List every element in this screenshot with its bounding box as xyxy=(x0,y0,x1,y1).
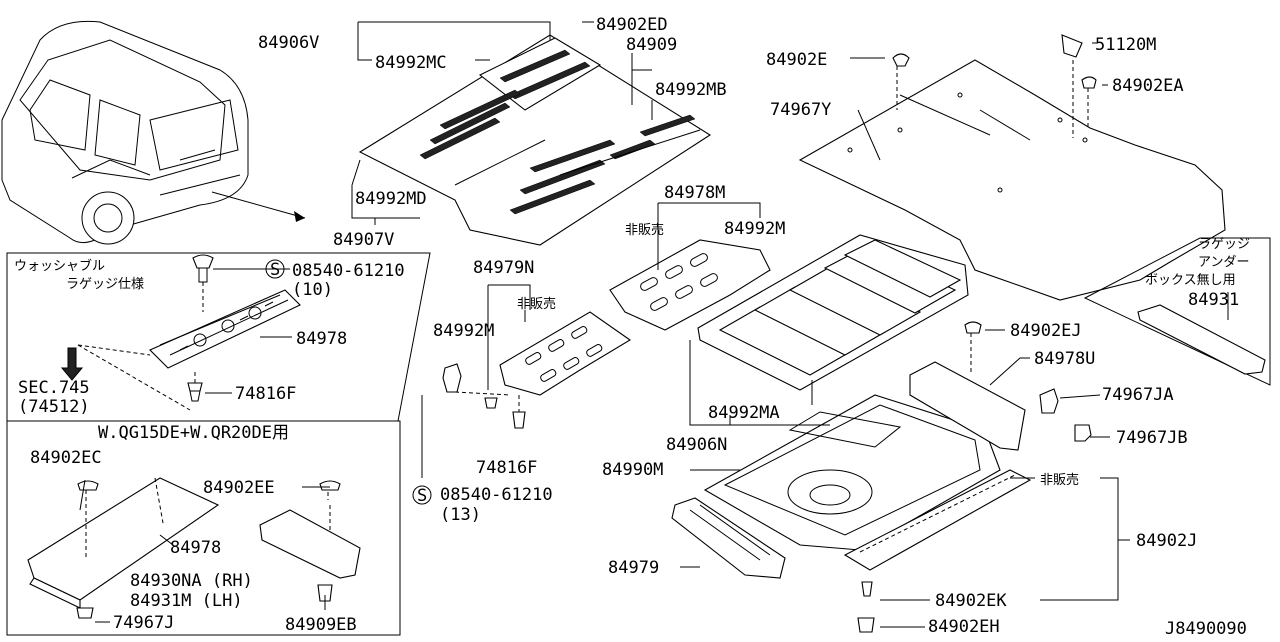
label-luggage-1: ラゲッジ xyxy=(1198,237,1250,252)
label-84931M: 84931M (LH) xyxy=(130,591,243,611)
label-84978-a: 84978 xyxy=(296,329,347,349)
label-84992M-b: 84992M xyxy=(433,321,494,341)
label-84909: 84909 xyxy=(626,35,677,55)
label-luggage-2: アンダー xyxy=(1198,255,1249,270)
label-84902EH: 84902EH xyxy=(928,617,1000,637)
label-08540-61210-b: 08540-61210 xyxy=(440,485,553,505)
arrow-head-icon xyxy=(294,211,305,222)
label-sec-74512: (74512) xyxy=(18,397,90,417)
trim-84978M xyxy=(609,239,771,331)
label-hihanbai-3: 非販売 xyxy=(1040,472,1079,488)
floor-board-84906N xyxy=(697,234,969,391)
label-84978U: 84978U xyxy=(1034,349,1095,369)
label-74967J: 74967J xyxy=(113,613,174,633)
label-84992MD: 84992MD xyxy=(355,189,427,209)
side-trim-84978U xyxy=(909,321,1092,451)
label-84978-b: 84978 xyxy=(170,538,221,558)
label-84992MA: 84992MA xyxy=(708,403,780,423)
diagram-code: J8490090 xyxy=(1165,619,1247,638)
inset-lower-parts xyxy=(27,477,361,619)
label-84992MB: 84992MB xyxy=(655,80,727,100)
leader-arrow xyxy=(211,191,306,219)
svg-text:S: S xyxy=(270,260,280,280)
label-84931: 84931 xyxy=(1188,290,1239,310)
label-08540-61210-a: 08540-61210 xyxy=(292,261,405,281)
label-qty-10: (10) xyxy=(292,280,333,300)
label-engine-variant: W.QG15DE+W.QR20DE用 xyxy=(98,423,289,443)
label-74967JB: 74967JB xyxy=(1116,428,1188,448)
label-84979: 84979 xyxy=(608,558,659,578)
label-84930NA: 84930NA (RH) xyxy=(130,571,253,591)
label-74967Y: 74967Y xyxy=(770,100,831,120)
label-washable-1: ウォッシャブル xyxy=(14,258,105,274)
label-hihanbai-1: 非販売 xyxy=(625,222,664,238)
inset-luggage-underbox xyxy=(1083,237,1271,386)
rear-sill-84902J xyxy=(843,469,1032,633)
label-qty-13: (13) xyxy=(440,505,481,525)
label-84902ED: 84902ED xyxy=(596,15,668,35)
label-84992M-a: 84992M xyxy=(724,219,785,239)
label-74816F-a: 74816F xyxy=(235,384,296,404)
label-84992MC: 84992MC xyxy=(375,53,447,73)
front-trim-84979 xyxy=(671,497,786,579)
standard-part-s-icon: S xyxy=(412,485,432,506)
label-84902E: 84902E xyxy=(766,50,827,70)
inset-engine-variant xyxy=(6,420,401,636)
label-74967JA: 74967JA xyxy=(1102,385,1174,405)
label-hihanbai-2: 非販売 xyxy=(517,296,556,312)
label-sec-745: SEC.745 xyxy=(18,378,90,398)
label-84902J: 84902J xyxy=(1136,531,1197,551)
svg-text:S: S xyxy=(417,486,427,506)
label-84906V: 84906V xyxy=(258,33,319,53)
label-84902EE: 84902EE xyxy=(203,478,275,498)
label-84902EA: 84902EA xyxy=(1112,76,1184,96)
label-84902EC: 84902EC xyxy=(30,448,102,468)
label-84906N: 84906N xyxy=(666,435,727,455)
label-84990M: 84990M xyxy=(602,460,663,480)
label-luggage-3: ボックス無し用 xyxy=(1145,273,1236,288)
leader-lines xyxy=(79,21,1229,628)
standard-part-s-icon: S xyxy=(265,259,285,280)
label-84909EB: 84909EB xyxy=(285,615,357,635)
inset-washable-luggage xyxy=(6,252,431,636)
label-84978M: 84978M xyxy=(664,183,725,203)
label-51120M: 51120M xyxy=(1095,35,1156,55)
trim-84979N xyxy=(442,311,632,429)
label-washable-2: ラゲッジ仕様 xyxy=(66,277,144,292)
label-84902EK: 84902EK xyxy=(935,591,1007,611)
label-84902EJ: 84902EJ xyxy=(1010,321,1082,341)
label-84907V: 84907V xyxy=(333,230,394,250)
vehicle-illustration xyxy=(1,20,249,245)
label-74816F-b: 74816F xyxy=(476,458,537,478)
label-84979N: 84979N xyxy=(473,258,534,278)
luggage-board-74967Y xyxy=(798,34,1226,301)
luggage-tray-84990M xyxy=(703,394,1001,551)
